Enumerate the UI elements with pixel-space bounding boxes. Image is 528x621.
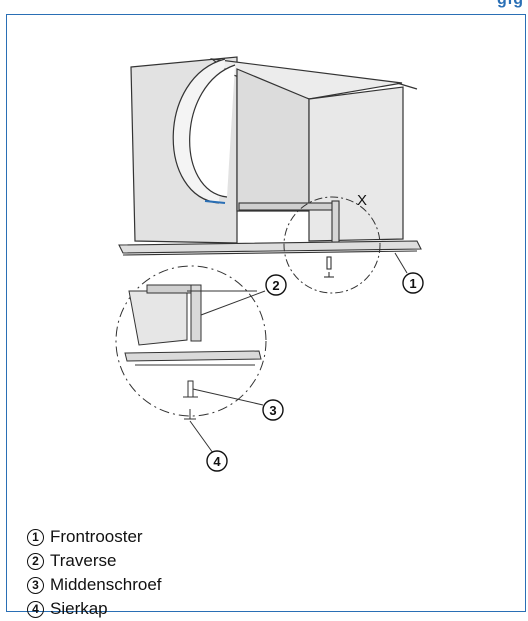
grill-plate-line — [122, 250, 418, 256]
installation-diagram: X 1 — [115, 56, 424, 472]
legend-label: Frontrooster — [50, 527, 143, 546]
magnified-grill-plate — [124, 350, 262, 362]
legend-number: 2 — [27, 552, 44, 570]
callout-1: 1 — [402, 272, 424, 294]
header-text: gig — [497, 0, 524, 9]
housing-right-panel — [308, 86, 404, 242]
legend-number: 4 — [27, 600, 44, 618]
magnified-screw — [183, 380, 198, 398]
grill-plate-top — [118, 240, 422, 254]
main-screw — [324, 256, 334, 278]
magnified-detail — [115, 265, 267, 454]
magnified-detail-circle — [115, 265, 267, 417]
legend-label: Sierkap — [50, 599, 108, 618]
figure-frame: X 1 — [6, 14, 526, 618]
legend-label: Middenschroef — [50, 575, 162, 594]
magnified-traverse-post — [190, 284, 202, 342]
page-header-fragment: gig — [376, 0, 526, 15]
duct-ring-inner — [189, 64, 236, 198]
callout-1-leader — [394, 252, 408, 274]
traverse-beam — [238, 202, 340, 211]
parts-legend: 1 Frontrooster 2 Traverse 3 Middenschroe… — [27, 525, 162, 621]
callout-4-leader — [189, 420, 214, 454]
legend-item-middenschroef: 3 Middenschroef — [27, 573, 162, 597]
magnified-housing-wall — [128, 290, 188, 346]
detail-circle-x — [283, 196, 381, 294]
callout-2: 2 — [265, 274, 287, 296]
svg-text:1: 1 — [409, 276, 416, 291]
legend-number: 3 — [27, 576, 44, 594]
svg-text:3: 3 — [269, 403, 276, 418]
magnified-cap — [184, 409, 196, 420]
front-grill-plate — [118, 240, 422, 256]
legend-item-traverse: 2 Traverse — [27, 549, 162, 573]
duct-ring-highlight — [204, 200, 226, 204]
magnified-traverse-beam — [146, 284, 198, 294]
svg-text:4: 4 — [213, 454, 221, 469]
callout-2-leader — [200, 290, 266, 316]
legend-number: 1 — [27, 528, 44, 546]
detail-marker-x: X — [357, 192, 367, 209]
callout-3: 3 — [262, 399, 284, 421]
legend-label: Traverse — [50, 551, 117, 570]
housing-edge — [396, 82, 418, 90]
callout-4: 4 — [206, 450, 228, 472]
legend-item-frontrooster: 1 Frontrooster — [27, 525, 162, 549]
duct-ring — [172, 58, 236, 204]
callout-3-leader — [192, 388, 264, 406]
svg-text:2: 2 — [272, 278, 279, 293]
traverse-post — [331, 200, 340, 244]
legend-item-sierkap: 4 Sierkap — [27, 597, 162, 621]
